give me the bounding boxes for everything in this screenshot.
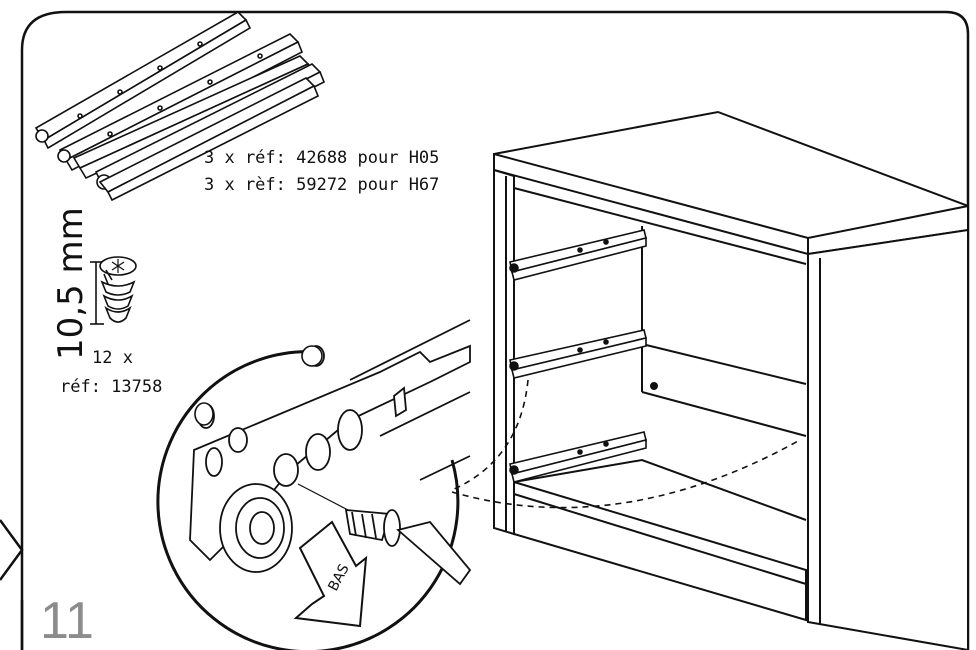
screw-dimension-bracket xyxy=(90,261,104,325)
detail-zoom-view xyxy=(156,319,472,650)
rails-ref-line1: 3 x réf: 42688 pour H05 xyxy=(204,148,439,168)
page-border xyxy=(20,10,970,650)
rails-ref-line2: 3 x rèf: 59272 pour H67 xyxy=(204,175,439,195)
installed-rails xyxy=(509,229,647,483)
screw-part-icon xyxy=(99,256,137,323)
drawer-rails-parts xyxy=(34,11,326,202)
step-number: 11 xyxy=(40,592,94,650)
screw-length-label: 10,5 mm xyxy=(51,207,91,360)
screw-ref: réf: 13758 xyxy=(60,377,162,397)
detail-callout-lines xyxy=(451,379,801,509)
screw-quantity: 12 x xyxy=(92,348,133,368)
cabinet xyxy=(493,110,969,650)
down-arrow-icon xyxy=(293,520,368,628)
page-nav-chevron-icon[interactable] xyxy=(0,519,24,581)
